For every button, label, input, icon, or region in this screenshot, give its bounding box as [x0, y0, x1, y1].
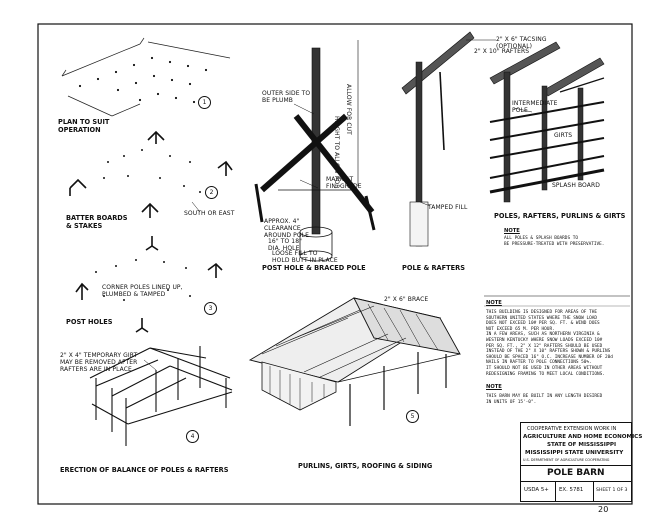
tb-line1: COOPERATIVE EXTENSION WORK IN [527, 426, 617, 432]
label-splash: SPLASH BOARD [552, 182, 600, 189]
braced-pole [254, 40, 376, 262]
panel-number-2: 2 [205, 186, 218, 199]
tb-divider-2 [521, 481, 631, 482]
plan-dots [78, 56, 208, 104]
note-text-2: THIS BARN MAY BE BUILT IN ANY LENGTH DES… [486, 394, 603, 405]
note-text-1: THIS BUILDING IS DESIGNED FOR AREAS OF T… [486, 310, 613, 377]
tb-line4: MISSISSIPPI STATE UNIVERSITY [525, 450, 624, 456]
panel-number-1: 1 [198, 96, 211, 109]
label-clearance: APPROX. 4" CLEARANCE AROUND POLE [264, 218, 309, 239]
erection-frame [89, 346, 233, 446]
leader-lines [143, 39, 533, 371]
label-loose-fill: LOOSE FILL TO HOLD BUTT IN PLACE [272, 250, 338, 264]
caption-holes: POST HOLES [66, 318, 113, 326]
tb-sheet: SHEET 1 OF 3 [596, 488, 628, 493]
batter-boards [69, 130, 233, 218]
tb-usda: USDA 5+ [524, 487, 549, 493]
label-hole-dia: 16" TO 18" DIA. HOLE [268, 238, 302, 252]
tb-divider-3 [555, 481, 556, 501]
note-heading-1: NOTE [486, 300, 502, 306]
label-mark-grade: MARK AT FIN. GRADE [326, 176, 362, 190]
panel-number-5: 5 [406, 410, 419, 423]
panel-number-3: 3 [204, 302, 217, 315]
pole-rafter [401, 31, 475, 247]
tb-title: POLE BARN [547, 468, 605, 478]
small-note-text: ALL POLES & SPLASH BOARDS TO BE PRESSURE… [504, 236, 605, 247]
batter-dots [103, 149, 201, 193]
label-tamped: TAMPED FILL [428, 204, 468, 211]
caption-erection: ERECTION OF BALANCE OF POLES & RAFTERS [60, 466, 229, 474]
note-heading-2: NOTE [486, 384, 502, 390]
caption-pole-rafters: POLE & RAFTERS [402, 264, 465, 272]
caption-batter: BATTER BOARDS & STAKES [66, 214, 128, 230]
label-tacsing: 2" X 6" TACSING (OPTIONAL) [496, 36, 547, 50]
title-block: COOPERATIVE EXTENSION WORK IN AGRICULTUR… [520, 422, 642, 502]
label-rafters: 2" X 10" RAFTERS [474, 48, 530, 55]
caption-siding: PURLINS, GIRTS, ROOFING & SIDING [298, 462, 433, 470]
tb-divider-4 [593, 481, 594, 501]
label-temp-girt: 2" X 4" TEMPORARY GIRT MAY BE REMOVED AF… [60, 352, 138, 373]
caption-braced: POST HOLE & BRACED POLE [262, 264, 366, 272]
post-holes [75, 236, 223, 333]
tb-divider-1 [521, 465, 631, 466]
tb-ex: EX. 5781 [559, 487, 584, 493]
barn-sketch [248, 297, 461, 426]
label-intermediate: INTERMEDIATE POLE [512, 100, 558, 114]
label-brace: 2" X 6" BRACE [384, 296, 429, 303]
label-girts: GIRTS [554, 132, 573, 139]
small-note-heading: NOTE [504, 228, 520, 234]
tb-line3: STATE OF MISSISSIPPI [547, 442, 617, 448]
label-corner-poles: CORNER POLES LINED UP, PLUMBED & TAMPED [102, 284, 183, 298]
page-number: 20 [598, 505, 609, 514]
sheet-border [37, 23, 633, 505]
caption-girts: POLES, RAFTERS, PURLINS & GIRTS [494, 212, 626, 220]
tb-line2: AGRICULTURE AND HOME ECONOMICS [523, 434, 643, 440]
label-allow-cut: ALLOW FOR CUT [345, 84, 352, 135]
caption-plan: PLAN TO SUIT OPERATION [58, 118, 110, 134]
girt-frame [489, 41, 605, 203]
label-outer-side: OUTER SIDE TO BE PLUMB [262, 90, 311, 104]
tb-line5: U.S. DEPARTMENT OF AGRICULTURE COOPERATI… [523, 458, 610, 462]
panel-number-4: 4 [186, 430, 199, 443]
plan-grid [61, 37, 231, 117]
label-south-east: SOUTH OR EAST [184, 210, 235, 217]
hole-dots [95, 259, 191, 301]
